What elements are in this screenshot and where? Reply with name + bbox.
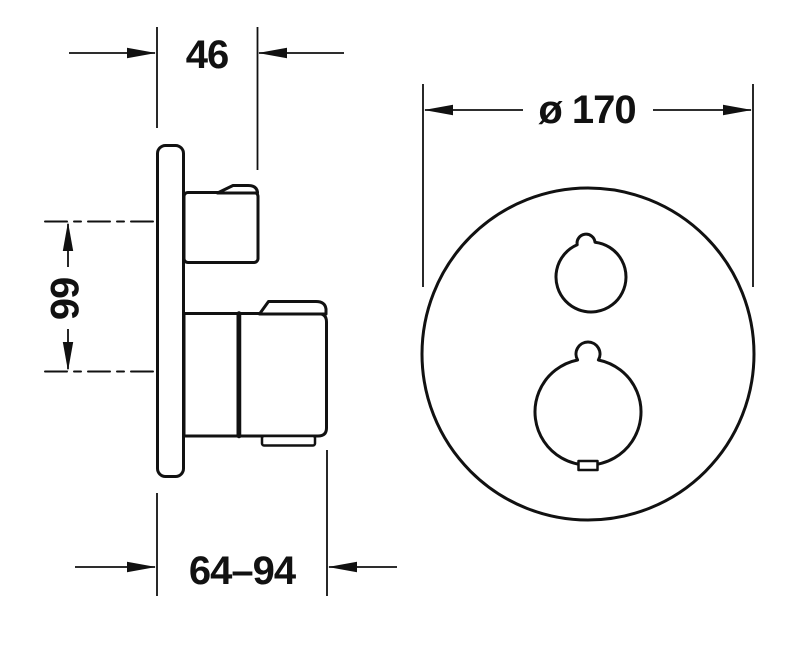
dimension-label-handle-depth: 46 bbox=[185, 32, 230, 77]
dimension-64-94 bbox=[75, 450, 397, 596]
side-view bbox=[44, 144, 328, 478]
bottom-handle-base-side bbox=[182, 312, 240, 438]
bottom-knob-front bbox=[533, 340, 643, 467]
arrowhead-down bbox=[62, 342, 74, 371]
dimension-label-plate-diameter: ø 170 bbox=[538, 87, 636, 132]
arrowhead-up bbox=[62, 222, 74, 251]
mounting-plate-side bbox=[156, 144, 185, 478]
arrowhead-left bbox=[258, 47, 287, 59]
top-handle-lever-side bbox=[216, 184, 259, 195]
arrowhead-right bbox=[127, 47, 156, 59]
top-handle-body-side bbox=[182, 191, 260, 264]
bottom-handle-grip-side bbox=[236, 312, 328, 438]
bottom-knob-tab-front bbox=[577, 459, 599, 472]
dimension-46 bbox=[69, 27, 344, 170]
dimension-dia-170 bbox=[422, 84, 754, 287]
arrowhead-left bbox=[424, 104, 453, 116]
arrowhead-left bbox=[328, 561, 357, 573]
top-knob-front bbox=[554, 232, 628, 314]
dimension-66 bbox=[62, 222, 74, 371]
front-view bbox=[420, 186, 756, 522]
arrowhead-right bbox=[723, 104, 752, 116]
dimension-label-handle-spacing: 66 bbox=[42, 276, 87, 320]
dimension-label-installation-depth: 64–94 bbox=[188, 548, 296, 593]
bottom-handle-lever-side bbox=[258, 300, 328, 316]
arrowhead-right bbox=[127, 561, 156, 573]
bottom-handle-tab-side bbox=[260, 434, 317, 447]
